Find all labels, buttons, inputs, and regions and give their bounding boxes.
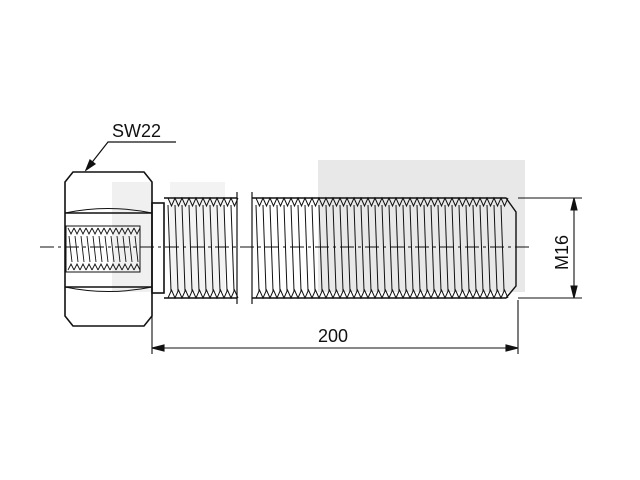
wrench-size-leader: [84, 141, 176, 172]
thread-label: M16: [552, 235, 572, 270]
shank-collar: [151, 202, 165, 294]
thread-dimension: [518, 197, 582, 299]
length-label: 200: [318, 326, 348, 346]
wrench-size-label: SW22: [112, 121, 161, 141]
threaded-shaft: [164, 192, 517, 304]
watermark: [112, 160, 525, 292]
length-dimension: [151, 300, 519, 354]
hex-head: [64, 171, 153, 327]
